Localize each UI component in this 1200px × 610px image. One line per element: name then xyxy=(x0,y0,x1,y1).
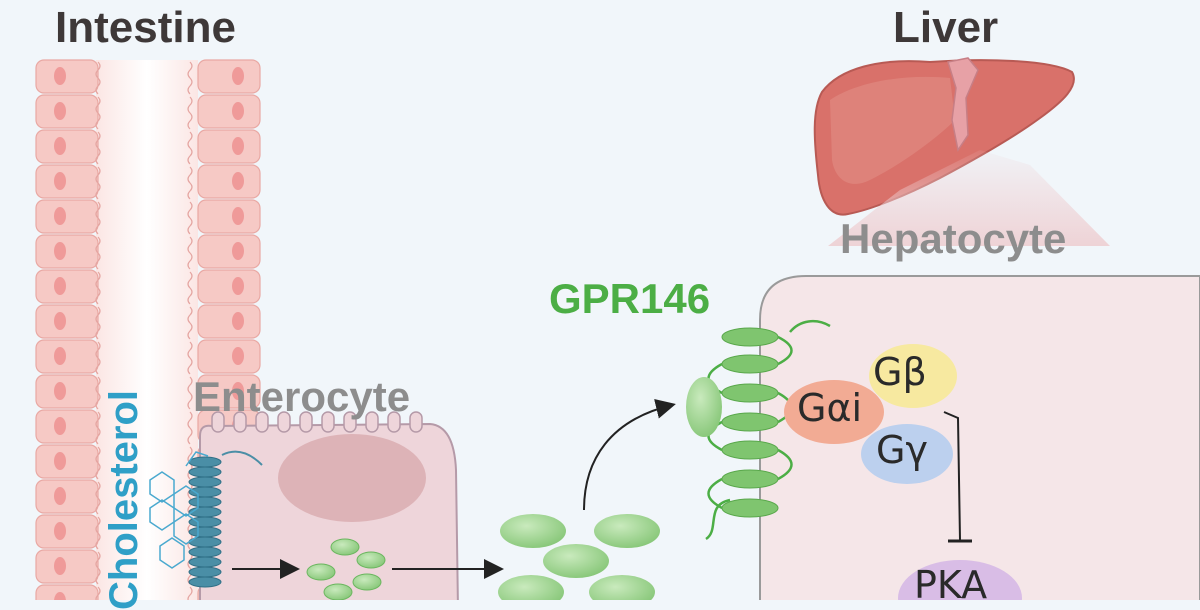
villus-cell xyxy=(197,374,261,409)
cholesterol-transporter xyxy=(188,450,263,588)
liver-label: Liver xyxy=(893,3,999,52)
gpr146-helix xyxy=(721,354,779,374)
cell-nucleus xyxy=(54,277,66,295)
villus-cell xyxy=(197,339,261,374)
villus-cell xyxy=(197,164,261,199)
cell-nucleus xyxy=(232,67,244,85)
cell-nucleus xyxy=(232,102,244,120)
villus-cell xyxy=(35,164,99,199)
cell-nucleus xyxy=(54,417,66,435)
villus-cell xyxy=(197,234,261,269)
cell-nucleus xyxy=(232,312,244,330)
cell-nucleus xyxy=(232,207,244,225)
villus-cell xyxy=(35,59,99,94)
villus-cell xyxy=(35,94,99,129)
villus-cell xyxy=(197,59,261,94)
hepatocyte-label: Hepatocyte xyxy=(840,215,1067,262)
pka-protein xyxy=(898,560,1022,600)
gpr146-helix xyxy=(721,469,779,489)
cell-nucleus xyxy=(54,347,66,365)
villus-cell xyxy=(197,199,261,234)
cell-nucleus xyxy=(232,277,244,295)
intestine-label: Intestine xyxy=(55,3,236,52)
cell-nucleus xyxy=(54,592,66,600)
villus-cell xyxy=(35,339,99,374)
villus-cell xyxy=(197,269,261,304)
enterocyte-label: Enterocyte xyxy=(193,373,411,420)
cell-nucleus xyxy=(232,172,244,190)
cell-nucleus xyxy=(54,242,66,260)
cell-nucleus xyxy=(54,207,66,225)
intracellular-lipoproteins xyxy=(306,538,386,600)
lipoprotein-bound xyxy=(686,377,722,437)
cholesterol-molecule xyxy=(149,451,209,569)
enterocyte-nucleus xyxy=(278,434,426,522)
cell-nucleus xyxy=(232,137,244,155)
villus-cell xyxy=(35,234,99,269)
cell-nucleus xyxy=(54,557,66,575)
villus-cell xyxy=(197,304,261,339)
villus-cell xyxy=(35,514,99,549)
cell-nucleus xyxy=(54,312,66,330)
villus-cell xyxy=(35,199,99,234)
cell-nucleus xyxy=(54,102,66,120)
arrow-to-gpr146 xyxy=(583,399,676,511)
gpr146-helix xyxy=(721,498,779,518)
g-beta-label: Gβ xyxy=(873,350,927,394)
villus-cell xyxy=(35,409,99,444)
cell-nucleus xyxy=(54,67,66,85)
cell-nucleus xyxy=(232,382,244,400)
gpr146-helix xyxy=(721,412,779,432)
cell-nucleus xyxy=(54,522,66,540)
villus-cell xyxy=(35,444,99,479)
gpr146-receptor xyxy=(686,319,831,541)
cell-nucleus xyxy=(232,242,244,260)
g-beta-subunit xyxy=(869,344,957,408)
villus-cell xyxy=(35,269,99,304)
inhibition-line xyxy=(943,411,961,541)
g-gamma-subunit xyxy=(861,424,953,484)
villus-cell xyxy=(35,304,99,339)
villus-cell xyxy=(35,584,99,600)
cell-nucleus xyxy=(54,172,66,190)
villus-cell xyxy=(197,129,261,164)
g-alpha-i-label: Gαi xyxy=(797,386,863,430)
villus-cell xyxy=(35,129,99,164)
g-gamma-label: Gγ xyxy=(876,428,928,472)
circulating-lipoproteins xyxy=(498,514,660,600)
villus-cell xyxy=(197,94,261,129)
g-alpha-i-subunit xyxy=(784,380,884,444)
pka-label: PKA xyxy=(914,563,988,607)
gpr146-label: GPR146 xyxy=(549,275,711,322)
villus-cell xyxy=(35,374,99,409)
villus-cell xyxy=(35,479,99,514)
cell-nucleus xyxy=(54,452,66,470)
enterocyte-microvilli xyxy=(211,411,423,433)
cell-nucleus xyxy=(54,382,66,400)
hepatocyte-cell xyxy=(759,275,1200,600)
villus-cell xyxy=(35,549,99,584)
liver-organ xyxy=(813,57,1075,216)
gpr146-helix xyxy=(721,383,779,403)
cholesterol-label: Cholesterol xyxy=(102,389,146,610)
gpr146-helix xyxy=(721,327,779,347)
gpr146-helix xyxy=(721,440,779,460)
cell-nucleus xyxy=(54,137,66,155)
cell-nucleus xyxy=(232,347,244,365)
zoom-beam xyxy=(828,150,1110,246)
cell-nucleus xyxy=(54,487,66,505)
